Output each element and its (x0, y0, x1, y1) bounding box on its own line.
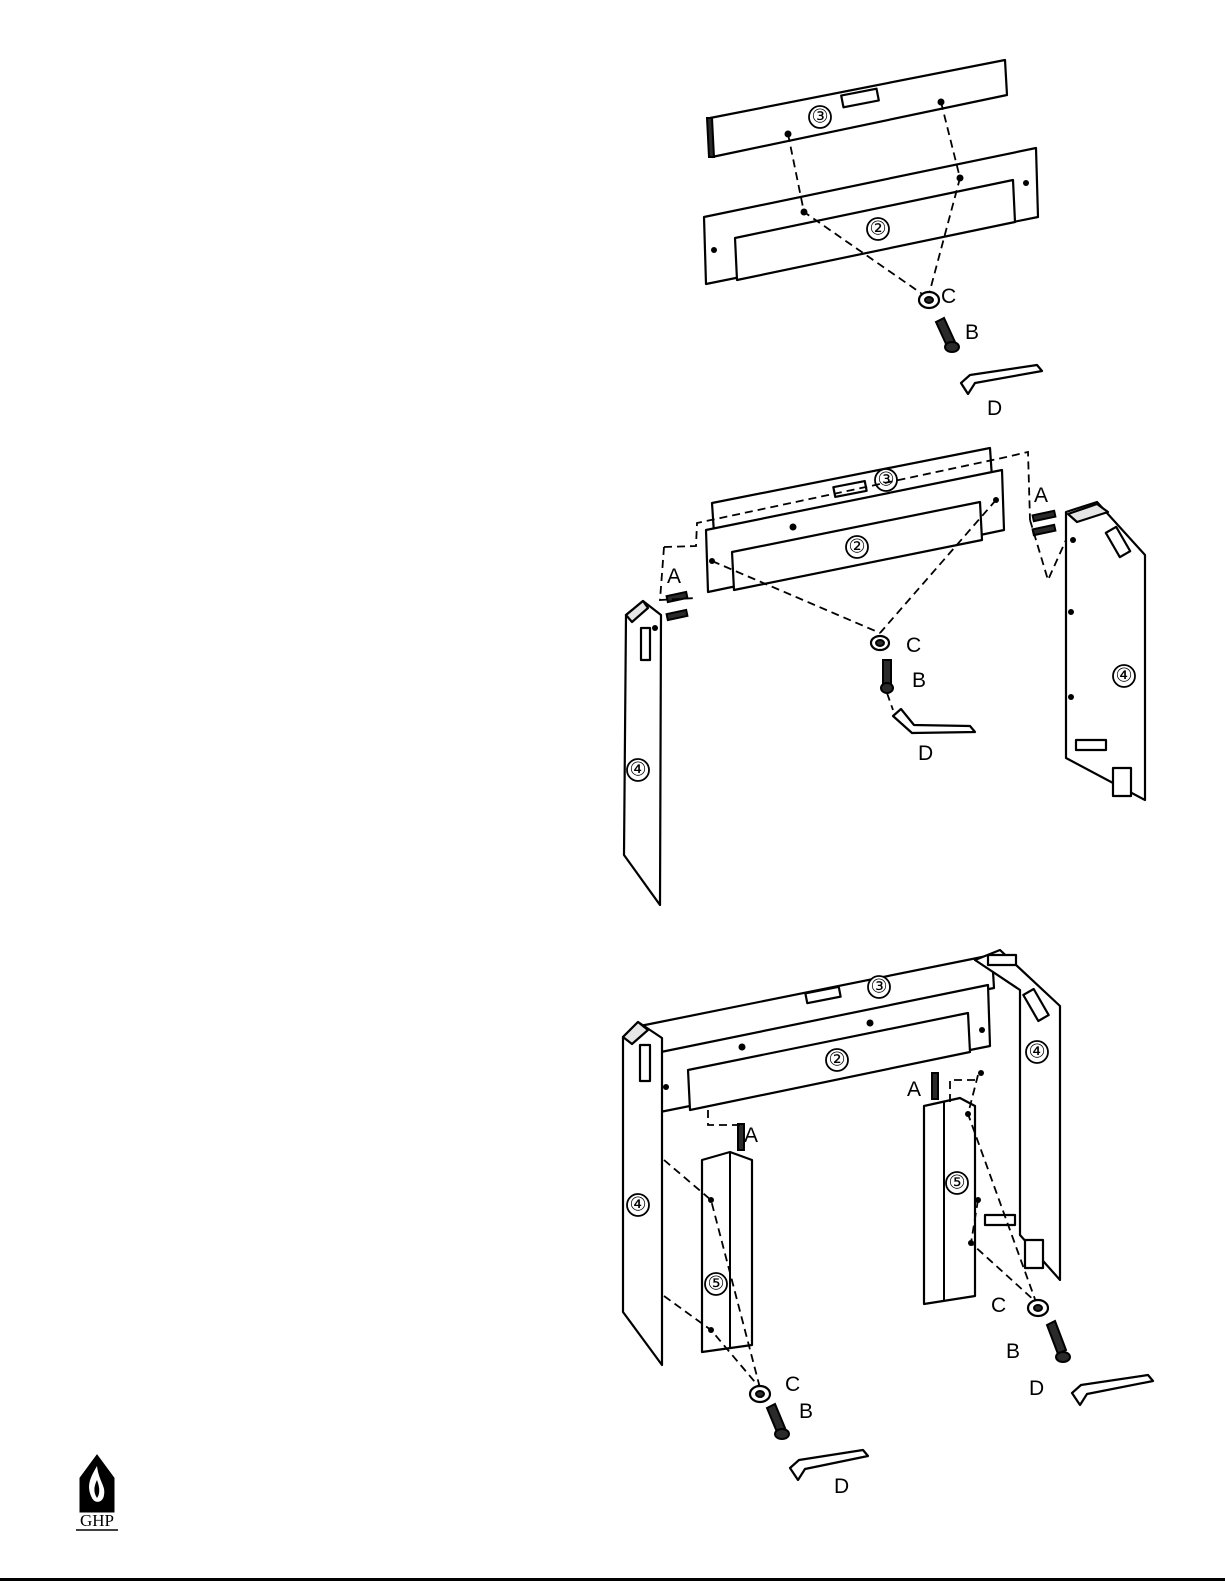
hex-key-d-step2 (893, 709, 975, 733)
screw-b-left (767, 1404, 789, 1439)
step-3-diagram: ③ ② ④ (623, 950, 1153, 1498)
label-a-left: A (667, 565, 681, 588)
label-d-step2: D (918, 742, 933, 765)
svg-text:②: ② (828, 1050, 845, 1071)
part-label-4-right-step3: ④ (1026, 1041, 1048, 1063)
label-b-step2: B (912, 669, 926, 692)
label-b: B (965, 321, 979, 344)
part-5-left-post (702, 1152, 752, 1352)
part-label-3-step3: ③ (868, 976, 890, 998)
part-label-2-step2: ② (846, 536, 868, 558)
label-a-right: A (1034, 484, 1048, 507)
part-label-4-right: ④ (1113, 665, 1135, 687)
hex-key-d-right (1072, 1375, 1153, 1405)
part-label-3: ③ (809, 106, 831, 128)
part-label-2: ② (867, 218, 889, 240)
svg-text:⑤: ⑤ (707, 1274, 724, 1295)
label-b-left: B (799, 1400, 813, 1423)
svg-text:④: ④ (1028, 1042, 1045, 1063)
svg-text:③: ③ (870, 977, 887, 998)
part-3-top-bar (707, 60, 1007, 157)
svg-text:⑤: ⑤ (948, 1173, 965, 1194)
screw-b-right (1047, 1321, 1070, 1362)
part-label-5-right: ⑤ (946, 1172, 968, 1194)
dowels-a-left (667, 592, 688, 620)
dowel-a-right (932, 1073, 938, 1099)
svg-text:③: ③ (877, 470, 894, 491)
part-4-left-side-step3 (623, 1022, 662, 1365)
svg-text:④: ④ (629, 760, 646, 781)
label-d-right: D (1029, 1377, 1044, 1400)
step-1-diagram: ③ ② C B D (704, 60, 1042, 420)
ghp-logo: GHP (76, 1455, 118, 1530)
label-d-left: D (834, 1475, 849, 1498)
part-4-left-side (624, 601, 661, 905)
dowels-a-right (1033, 511, 1056, 535)
label-a-left-step3: A (744, 1124, 758, 1147)
part-number-2: ② (869, 219, 886, 240)
label-a-right-step3: A (907, 1078, 921, 1101)
part-label-3-step2: ③ (875, 469, 897, 491)
screw-b-step2 (881, 660, 893, 693)
part-5-right-post (924, 1098, 1015, 1304)
bottom-rule (0, 1578, 1225, 1581)
part-number-3: ③ (811, 107, 828, 128)
step-2-diagram: ③ ② ④ (624, 448, 1145, 905)
label-b-right: B (1006, 1340, 1020, 1363)
logo-text: GHP (80, 1511, 114, 1530)
label-d: D (987, 397, 1002, 420)
svg-text:②: ② (848, 537, 865, 558)
part-label-5-left: ⑤ (705, 1273, 727, 1295)
part-2-board (704, 148, 1038, 284)
part-label-4-left: ④ (627, 759, 649, 781)
label-c: C (941, 285, 956, 308)
label-c-step2: C (906, 634, 921, 657)
part-label-2-step3: ② (826, 1049, 848, 1071)
screw-b (936, 318, 959, 352)
label-c-left: C (785, 1373, 800, 1396)
part-4-right-side (1066, 502, 1145, 800)
label-c-right: C (991, 1294, 1006, 1317)
hex-key-d-left (790, 1450, 868, 1480)
svg-text:④: ④ (1115, 666, 1132, 687)
part-label-4-left-step3: ④ (627, 1194, 649, 1216)
hex-key-d (961, 365, 1042, 394)
svg-text:④: ④ (629, 1195, 646, 1216)
